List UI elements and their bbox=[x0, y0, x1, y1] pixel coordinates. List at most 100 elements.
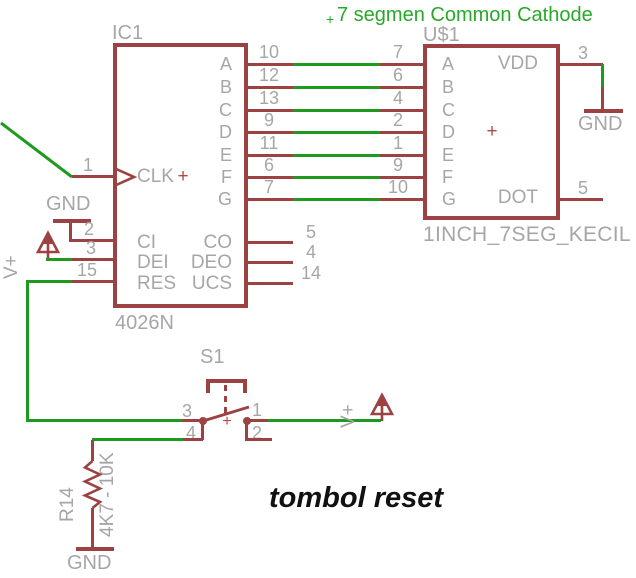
ic1-ucs-stub bbox=[248, 282, 293, 285]
ic1-pin-label-f: F bbox=[221, 167, 232, 187]
s1-actuator-left-drop bbox=[206, 379, 210, 393]
ic1-value-label: 4026N bbox=[115, 312, 174, 334]
u1-pin-label-f: F bbox=[442, 167, 453, 187]
net-seg-e bbox=[293, 154, 380, 157]
net-switch-to-vplus bbox=[268, 419, 381, 422]
vplus-left-symbol bbox=[35, 230, 61, 259]
net-seg-a bbox=[293, 63, 380, 66]
ic1-pin-number-b: 12 bbox=[258, 65, 280, 85]
ic1-ref-label: IC1 bbox=[112, 22, 144, 44]
ic1-pin-stub-f bbox=[248, 176, 293, 179]
ic1-pin-stub-b bbox=[248, 86, 293, 89]
net-switch-to-r14 bbox=[92, 438, 183, 441]
s1-pin3-stub bbox=[182, 419, 204, 422]
u1-pin-label-e: E bbox=[442, 145, 455, 165]
r14-top-lead bbox=[91, 440, 94, 461]
ic1-pin-stub-a bbox=[248, 63, 293, 66]
u1-pin-label-c: C bbox=[442, 100, 455, 120]
u1-pin-stub-e bbox=[380, 154, 423, 157]
s1-pin4-vertical bbox=[201, 420, 204, 440]
net-dei-green bbox=[46, 258, 74, 261]
ic1-pin-number-e: 11 bbox=[259, 133, 279, 153]
net-vdd-to-gnd bbox=[601, 64, 604, 88]
u1-pin-label-d: D bbox=[442, 122, 455, 142]
gnd-top-right-stem bbox=[601, 87, 604, 111]
u1-pin-number-b: 6 bbox=[392, 65, 403, 85]
s1-actuator-right-drop bbox=[243, 379, 247, 393]
s1-pin2-number: 2 bbox=[251, 423, 262, 443]
net-res-vertical bbox=[26, 280, 29, 422]
ic1-pin-number-g: 7 bbox=[263, 177, 274, 197]
ic1-pin-stub-g bbox=[248, 198, 293, 201]
ic1-pin-number-a: 10 bbox=[258, 42, 280, 62]
s1-pin1-stub bbox=[246, 419, 268, 422]
s1-pin4-stub bbox=[182, 438, 203, 441]
ic1-res-label: RES bbox=[137, 273, 177, 294]
ic1-ci-stub bbox=[69, 239, 113, 242]
s1-pin1-number: 1 bbox=[251, 400, 262, 420]
schematic-title: 7 segmen Common Cathode bbox=[337, 4, 593, 26]
ic1-co-stub bbox=[248, 241, 293, 244]
net-seg-c bbox=[293, 109, 380, 112]
ic1-co-pin-number: 5 bbox=[305, 222, 316, 242]
ic1-res-pin-number: 15 bbox=[76, 260, 98, 280]
vplus-right-label: V+ bbox=[338, 404, 359, 428]
u1-vdd-pin-number: 3 bbox=[577, 43, 588, 63]
u1-ref-label: U$1 bbox=[423, 24, 460, 46]
ic1-dei-stub bbox=[72, 258, 113, 261]
ic1-deo-pin-number: 4 bbox=[305, 242, 316, 262]
u1-pin-number-d: 2 bbox=[392, 110, 403, 130]
ic1-pin-label-e: E bbox=[219, 145, 232, 165]
u1-vdd-label: VDD bbox=[497, 53, 538, 74]
u1-pin-stub-d bbox=[380, 131, 423, 134]
ic1-pin-stub-e bbox=[248, 154, 293, 157]
ic1-origin-cross: + bbox=[177, 166, 189, 187]
ic1-pin-label-a: A bbox=[219, 54, 232, 74]
ic1-ucs-label: UCS bbox=[191, 273, 232, 294]
s1-pin2-stub bbox=[245, 438, 272, 441]
ic1-dei-label: DEI bbox=[137, 252, 169, 273]
gnd-top-right-label: GND bbox=[578, 113, 623, 135]
u1-pin-stub-g bbox=[380, 198, 423, 201]
u1-pin-stub-c bbox=[380, 109, 423, 112]
ic1-clk-pin-number: 1 bbox=[82, 155, 93, 175]
gnd-top-left-stem bbox=[69, 222, 72, 241]
s1-origin-cross: + bbox=[222, 413, 232, 430]
ic1-pin-number-c: 13 bbox=[258, 88, 280, 108]
ic1-pin-label-c: C bbox=[219, 100, 232, 120]
ic1-ci-label: CI bbox=[137, 232, 156, 253]
net-clk-diagonal bbox=[0, 121, 73, 179]
u1-pin-label-a: A bbox=[442, 54, 455, 74]
net-seg-b bbox=[293, 86, 380, 89]
ic1-clk-stub bbox=[72, 175, 113, 178]
u1-dot-stub bbox=[556, 198, 603, 201]
u1-pin-label-g: G bbox=[442, 189, 457, 209]
caption-tombol-reset: tombol reset bbox=[269, 482, 444, 514]
clock-triangle-icon bbox=[113, 166, 138, 188]
u1-pin-number-c: 4 bbox=[392, 88, 403, 108]
u1-pin-number-f: 9 bbox=[392, 155, 403, 175]
gnd-top-left-bar bbox=[53, 219, 91, 223]
s1-lever bbox=[202, 405, 250, 423]
s1-actuator-bar bbox=[206, 379, 247, 383]
u1-value-label: 1INCH_7SEG_KECIL bbox=[423, 223, 631, 246]
r14-zigzag bbox=[81, 460, 104, 510]
u1-pin-number-g: 10 bbox=[387, 177, 409, 197]
net-res-horizontal bbox=[26, 280, 74, 283]
s1-plunger-dashed bbox=[224, 385, 227, 414]
u1-pin-number-a: 7 bbox=[392, 42, 403, 62]
u1-body bbox=[423, 44, 560, 220]
ic1-clk-label: CLK bbox=[137, 166, 174, 187]
ic1-pin-label-d: D bbox=[219, 122, 232, 142]
net-seg-d bbox=[293, 131, 380, 134]
s1-pin4-number: 4 bbox=[185, 423, 196, 443]
ic1-pin-label-g: G bbox=[217, 189, 232, 209]
u1-dot-label: DOT bbox=[497, 187, 538, 208]
ic1-res-stub bbox=[72, 280, 113, 283]
u1-pin-stub-b bbox=[380, 86, 423, 89]
net-res-to-switch bbox=[26, 419, 183, 422]
u1-vdd-stub bbox=[556, 63, 603, 66]
ic1-co-label: CO bbox=[203, 232, 233, 253]
r14-ref-label: R14 bbox=[57, 487, 78, 522]
